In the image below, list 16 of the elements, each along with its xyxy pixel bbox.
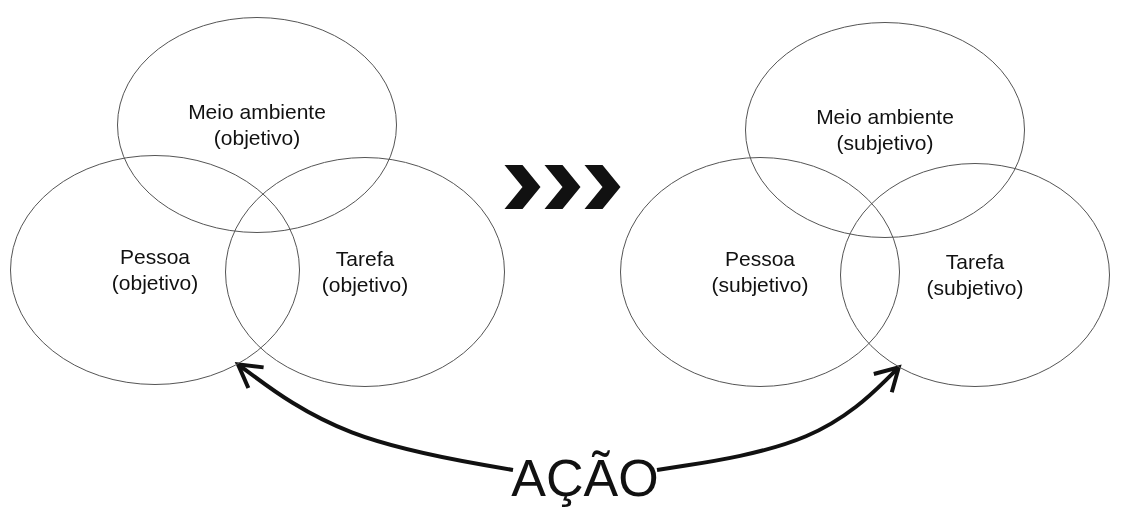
chevron-arrow — [504, 165, 621, 209]
venn-label: Tarefa (subjetivo) — [925, 249, 1025, 301]
venn-circle — [225, 157, 505, 387]
venn-circle — [745, 22, 1025, 238]
venn-label: Meio ambiente (subjetivo) — [815, 104, 955, 156]
venn-circle — [10, 155, 300, 385]
venn-circle — [620, 157, 900, 387]
venn-label: Tarefa (objetivo) — [320, 246, 410, 298]
curved-arrow — [656, 365, 901, 472]
venn-circle — [117, 17, 397, 233]
action-label: AÇÃO — [510, 450, 660, 506]
venn-circle — [840, 163, 1110, 387]
venn-label: Meio ambiente (objetivo) — [187, 99, 327, 151]
venn-label: Pessoa (objetivo) — [110, 244, 200, 296]
curved-arrow — [236, 362, 514, 472]
venn-label: Pessoa (subjetivo) — [710, 246, 810, 298]
